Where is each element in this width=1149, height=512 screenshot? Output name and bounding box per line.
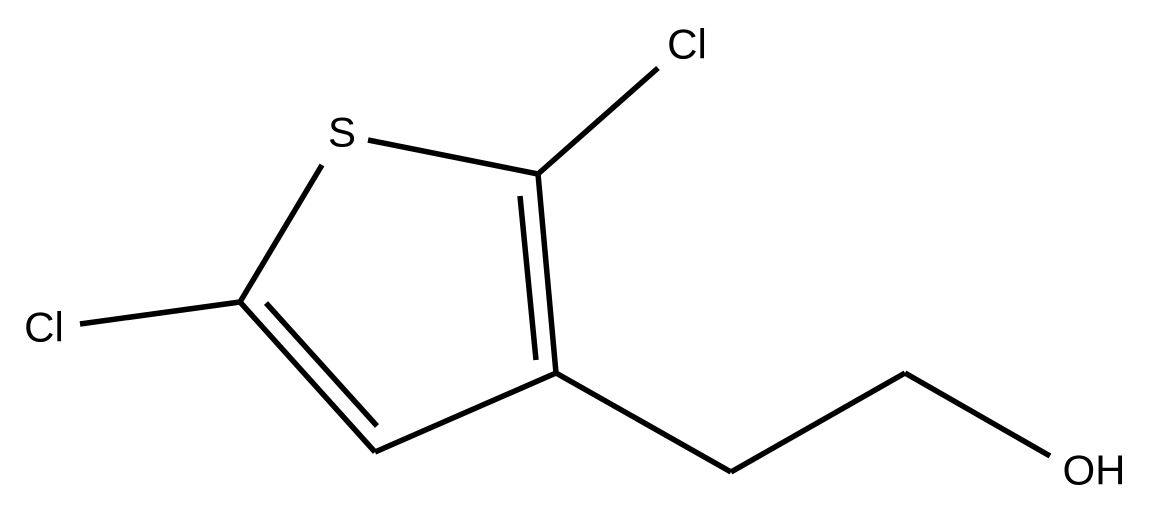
bond-ch2-ch2 — [729, 370, 907, 475]
bond-s-c2 — [367, 137, 539, 177]
bond-c5-cl — [79, 299, 241, 327]
bond-c5-s — [237, 163, 325, 304]
bond-c3-c4 — [373, 370, 558, 455]
bond-c4-c5-inner — [263, 301, 380, 428]
bond-c4-c5 — [237, 300, 378, 454]
atom-label-hydroxyl: OH — [1063, 447, 1126, 494]
bond-ch2-oh — [903, 370, 1052, 459]
bond-c3-ch2 — [554, 370, 733, 475]
atom-label-chlorine-left: Cl — [24, 304, 64, 351]
bond-c2-c3-inner — [517, 195, 539, 361]
bond-c2-cl — [536, 65, 660, 177]
atom-label-chlorine-top: Cl — [667, 21, 707, 68]
bond-c2-c3 — [535, 173, 559, 374]
atom-label-sulfur: S — [328, 109, 356, 156]
